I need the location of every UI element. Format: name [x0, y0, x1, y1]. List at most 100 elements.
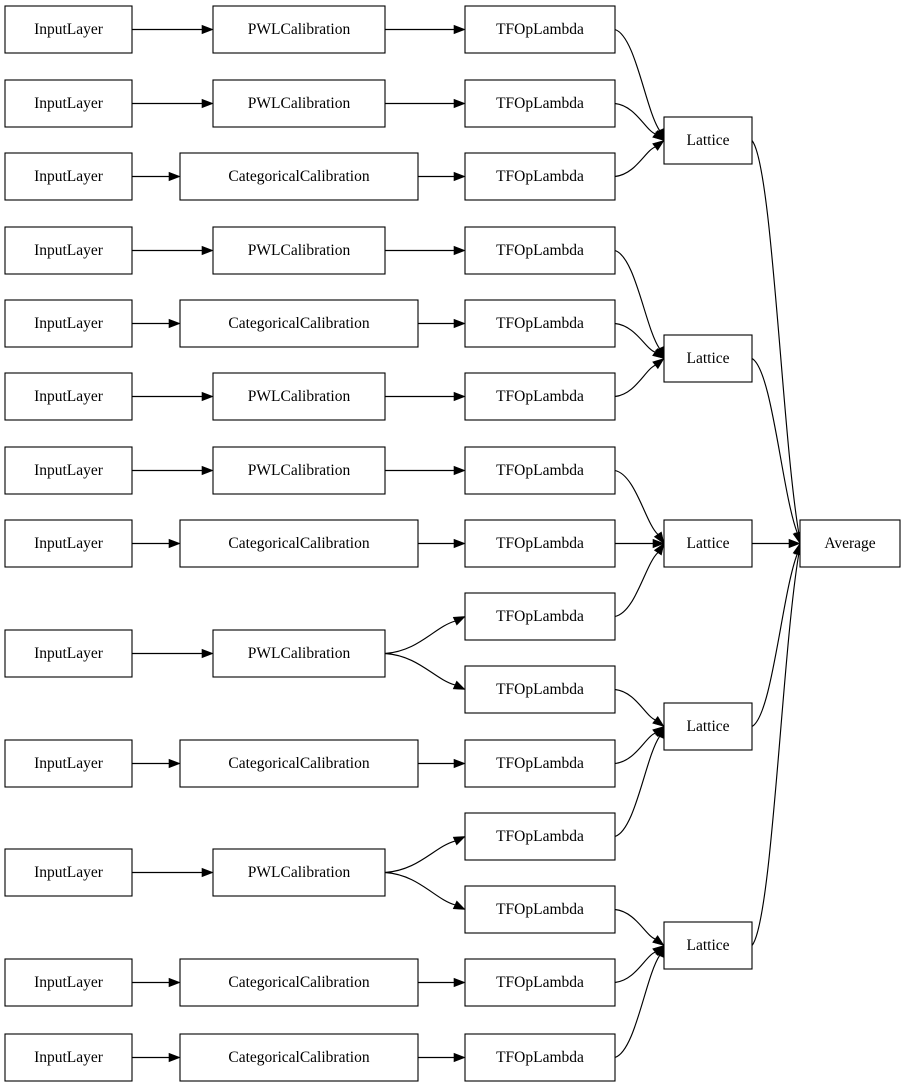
node-input-layer[interactable]: InputLayer: [4, 446, 133, 495]
edge-line: [751, 357, 798, 534]
node-box[interactable]: [212, 629, 386, 678]
node-box[interactable]: [464, 592, 616, 641]
node-box[interactable]: [212, 372, 386, 421]
node-box[interactable]: [464, 446, 616, 495]
node-box[interactable]: [212, 226, 386, 275]
node-box[interactable]: [4, 372, 133, 421]
node-pwlcalibration[interactable]: PWLCalibration: [212, 446, 386, 495]
node-box[interactable]: [4, 5, 133, 54]
node-tfop-lambda[interactable]: TFOpLambda: [464, 592, 616, 641]
node-box[interactable]: [4, 299, 133, 348]
node-box[interactable]: [464, 812, 616, 861]
node-tfop-lambda[interactable]: TFOpLambda: [464, 5, 616, 54]
node-input-layer[interactable]: InputLayer: [4, 79, 133, 128]
node-pwlcalibration[interactable]: PWLCalibration: [212, 629, 386, 678]
node-box[interactable]: [4, 739, 133, 788]
edge-line: [384, 620, 456, 655]
node-input-layer[interactable]: InputLayer: [4, 299, 133, 348]
node-lattice[interactable]: Lattice: [663, 921, 753, 970]
node-tfop-lambda[interactable]: TFOpLambda: [464, 299, 616, 348]
node-tfop-lambda[interactable]: TFOpLambda: [464, 812, 616, 861]
node-box[interactable]: [179, 739, 419, 788]
node-input-layer[interactable]: InputLayer: [4, 848, 133, 897]
node-categorical-calibration[interactable]: CategoricalCalibration: [179, 1033, 419, 1082]
node-box[interactable]: [464, 665, 616, 714]
node-categorical-calibration[interactable]: CategoricalCalibration: [179, 739, 419, 788]
node-categorical-calibration[interactable]: CategoricalCalibration: [179, 958, 419, 1007]
node-box[interactable]: [464, 885, 616, 934]
node-box[interactable]: [464, 5, 616, 54]
arrowhead-icon: [652, 348, 665, 359]
node-categorical-calibration[interactable]: CategoricalCalibration: [179, 519, 419, 568]
node-tfop-lambda[interactable]: TFOpLambda: [464, 885, 616, 934]
node-box[interactable]: [212, 5, 386, 54]
node-box[interactable]: [4, 958, 133, 1007]
node-tfop-lambda[interactable]: TFOpLambda: [464, 372, 616, 421]
edge-tfop-lambda-to-lattice: [615, 538, 665, 549]
node-categorical-calibration[interactable]: CategoricalCalibration: [179, 299, 419, 348]
node-box[interactable]: [663, 519, 753, 568]
node-box[interactable]: [4, 629, 133, 678]
node-pwlcalibration[interactable]: PWLCalibration: [212, 226, 386, 275]
node-box[interactable]: [4, 79, 133, 128]
node-box[interactable]: [799, 519, 901, 568]
node-lattice[interactable]: Lattice: [663, 116, 753, 165]
node-box[interactable]: [179, 1033, 419, 1082]
node-box[interactable]: [663, 921, 753, 970]
node-tfop-lambda[interactable]: TFOpLambda: [464, 152, 616, 201]
node-input-layer[interactable]: InputLayer: [4, 152, 133, 201]
node-average[interactable]: Average: [799, 519, 901, 568]
node-box[interactable]: [212, 848, 386, 897]
node-box[interactable]: [464, 739, 616, 788]
node-box[interactable]: [464, 299, 616, 348]
node-input-layer[interactable]: InputLayer: [4, 5, 133, 54]
node-box[interactable]: [179, 519, 419, 568]
node-tfop-lambda[interactable]: TFOpLambda: [464, 958, 616, 1007]
node-box[interactable]: [4, 519, 133, 568]
node-box[interactable]: [4, 226, 133, 275]
node-pwlcalibration[interactable]: PWLCalibration: [212, 5, 386, 54]
node-input-layer[interactable]: InputLayer: [4, 519, 133, 568]
node-box[interactable]: [4, 446, 133, 495]
node-box[interactable]: [663, 116, 753, 165]
node-tfop-lambda[interactable]: TFOpLambda: [464, 739, 616, 788]
node-tfop-lambda[interactable]: TFOpLambda: [464, 1033, 616, 1082]
node-tfop-lambda[interactable]: TFOpLambda: [464, 79, 616, 128]
node-tfop-lambda[interactable]: TFOpLambda: [464, 446, 616, 495]
node-box[interactable]: [464, 958, 616, 1007]
node-box[interactable]: [212, 446, 386, 495]
node-box[interactable]: [4, 152, 133, 201]
node-pwlcalibration[interactable]: PWLCalibration: [212, 848, 386, 897]
node-box[interactable]: [663, 702, 753, 751]
node-tfop-lambda[interactable]: TFOpLambda: [464, 519, 616, 568]
node-box[interactable]: [212, 79, 386, 128]
node-box[interactable]: [464, 79, 616, 128]
edge-pwlcalibration-to-tfop-lambda: [385, 465, 466, 476]
node-box[interactable]: [464, 519, 616, 568]
node-box[interactable]: [4, 1033, 133, 1082]
node-input-layer[interactable]: InputLayer: [4, 629, 133, 678]
node-categorical-calibration[interactable]: CategoricalCalibration: [179, 152, 419, 201]
node-tfop-lambda[interactable]: TFOpLambda: [464, 226, 616, 275]
node-box[interactable]: [179, 152, 419, 201]
node-pwlcalibration[interactable]: PWLCalibration: [212, 79, 386, 128]
node-box[interactable]: [464, 152, 616, 201]
node-input-layer[interactable]: InputLayer: [4, 958, 133, 1007]
edge-input-layer-to-categorical-calibration: [132, 318, 181, 329]
node-input-layer[interactable]: InputLayer: [4, 739, 133, 788]
node-tfop-lambda[interactable]: TFOpLambda: [464, 665, 616, 714]
node-box[interactable]: [179, 958, 419, 1007]
node-box[interactable]: [663, 334, 753, 383]
node-box[interactable]: [464, 226, 616, 275]
node-pwlcalibration[interactable]: PWLCalibration: [212, 372, 386, 421]
node-box[interactable]: [179, 299, 419, 348]
node-lattice[interactable]: Lattice: [663, 702, 753, 751]
node-box[interactable]: [464, 372, 616, 421]
node-input-layer[interactable]: InputLayer: [4, 226, 133, 275]
node-lattice[interactable]: Lattice: [663, 519, 753, 568]
node-input-layer[interactable]: InputLayer: [4, 1033, 133, 1082]
node-input-layer[interactable]: InputLayer: [4, 372, 133, 421]
node-box[interactable]: [4, 848, 133, 897]
node-box[interactable]: [464, 1033, 616, 1082]
node-lattice[interactable]: Lattice: [663, 334, 753, 383]
